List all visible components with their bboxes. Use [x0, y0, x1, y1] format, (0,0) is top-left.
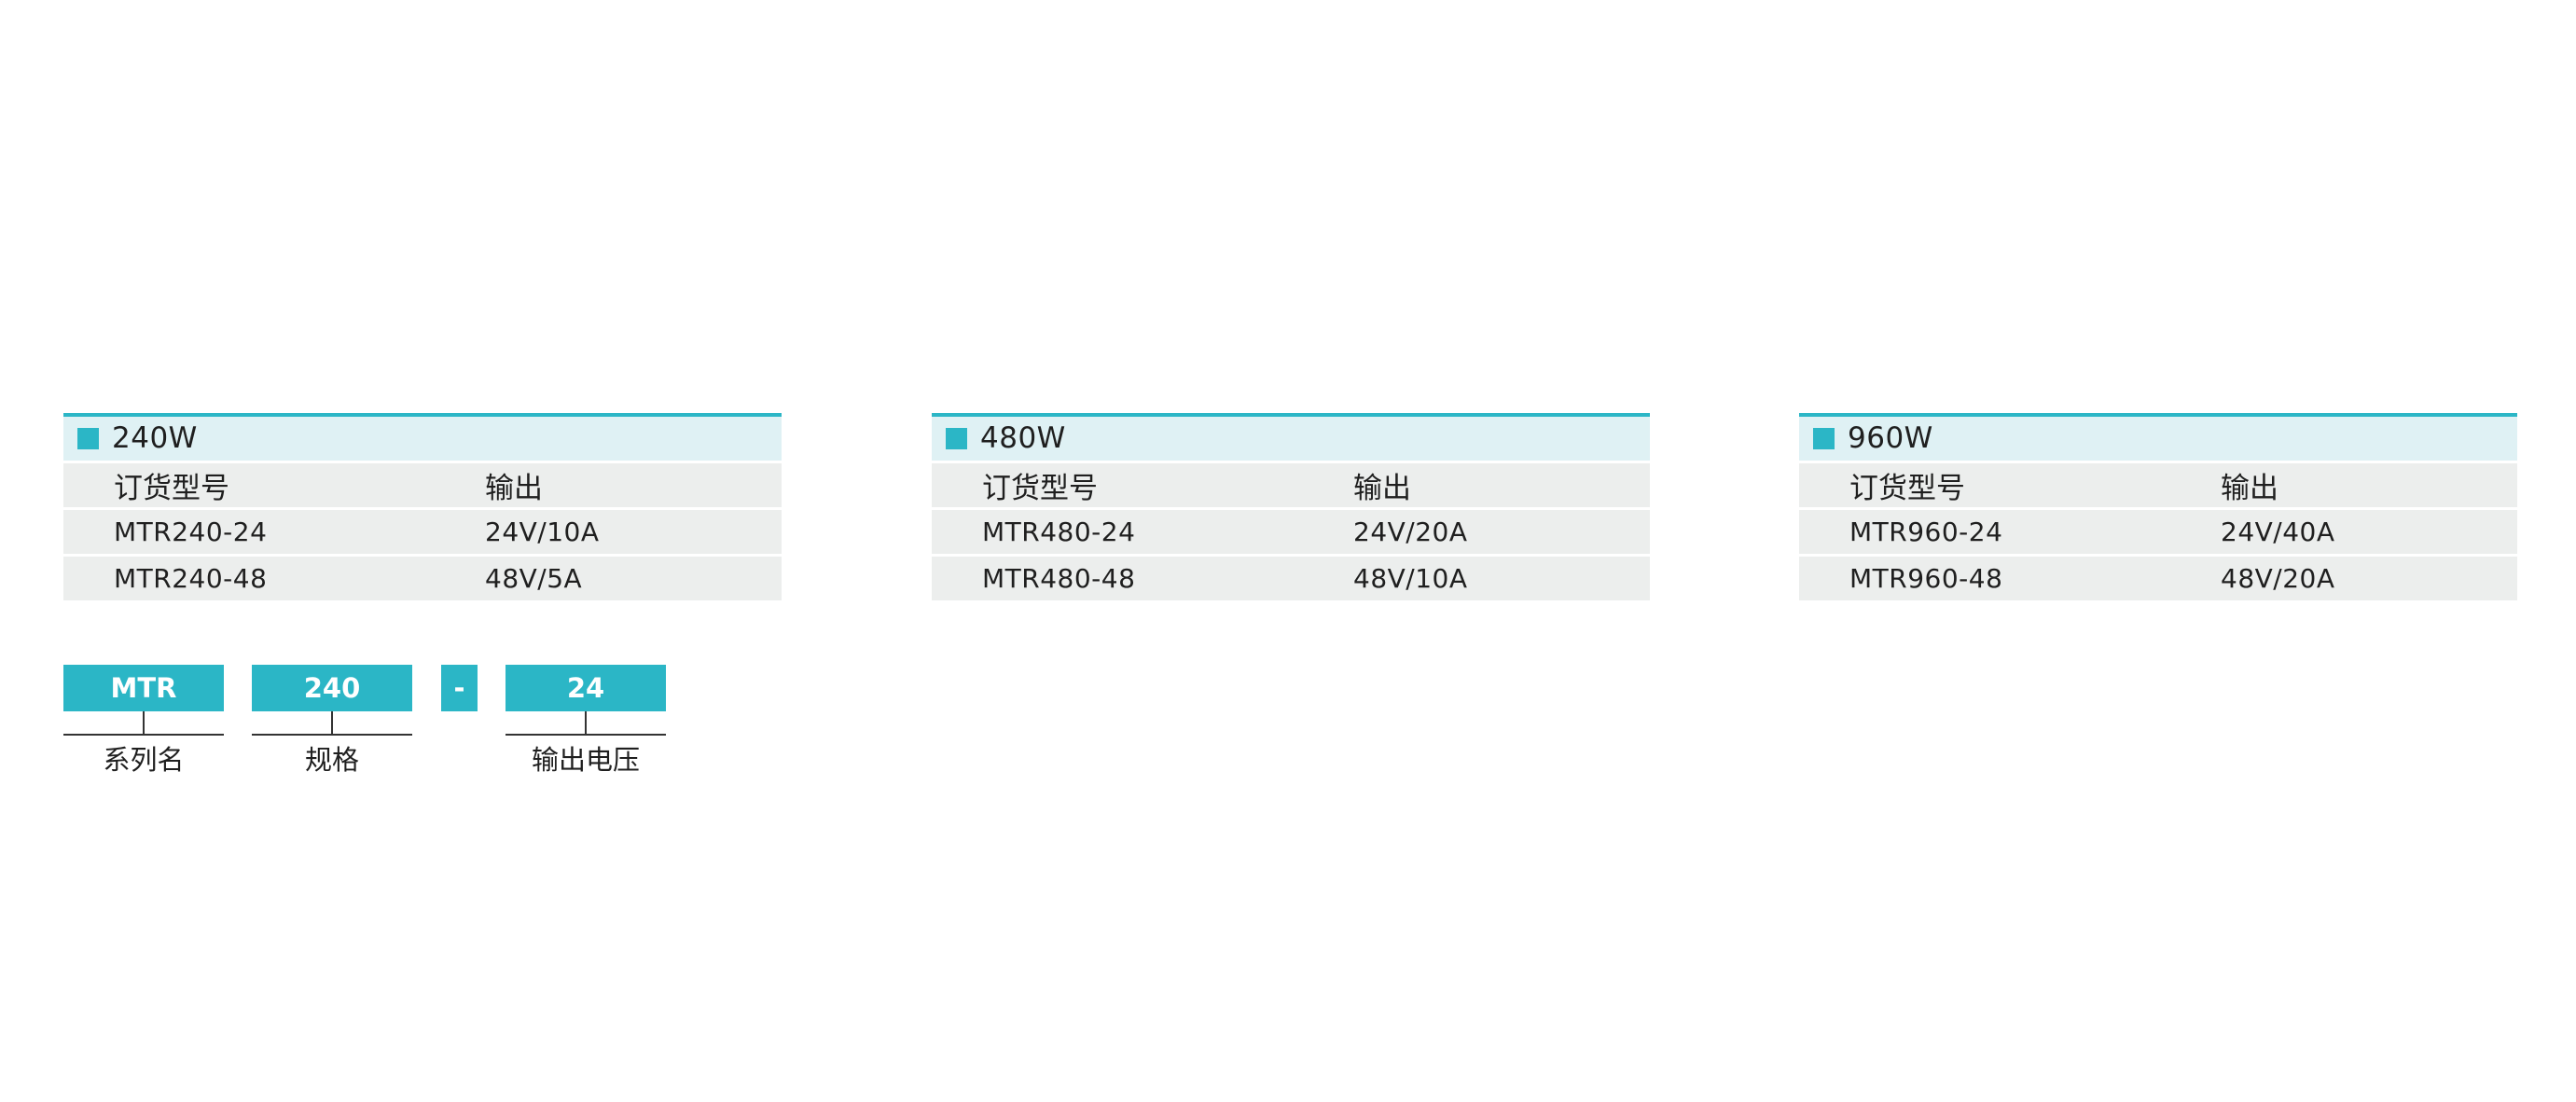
- model-cell: MTR480-48: [982, 563, 1136, 594]
- square-bullet-icon: [77, 428, 99, 449]
- model-cell: MTR960-24: [1849, 517, 2003, 547]
- code-voltage-box: 24: [506, 665, 666, 711]
- output-cell: 24V/20A: [1353, 517, 1468, 547]
- column-header-model: 订货型号: [1849, 472, 1965, 505]
- code-series-box: MTR: [63, 665, 224, 711]
- table-title: 960W: [1848, 421, 1933, 455]
- table-title-bar: 480W: [932, 417, 1650, 463]
- column-header-model: 订货型号: [114, 472, 229, 505]
- product-table-960w: 960W 订货型号 输出 MTR960-24 24V/40A MTR960-48…: [1799, 413, 2517, 600]
- column-header-output: 输出: [485, 472, 543, 505]
- table-row: MTR960-48 48V/20A: [1799, 557, 2517, 600]
- underline: [506, 734, 666, 736]
- caption-series: 系列名: [103, 744, 185, 776]
- code-spec-box: 240: [252, 665, 412, 711]
- underline: [63, 734, 224, 736]
- table-header-row: 订货型号 输出: [1799, 463, 2517, 510]
- output-cell: 24V/40A: [2221, 517, 2335, 547]
- table-header-row: 订货型号 输出: [932, 463, 1650, 510]
- output-cell: 24V/10A: [485, 517, 600, 547]
- table-title-bar: 960W: [1799, 417, 2517, 463]
- output-cell: 48V/10A: [1353, 563, 1468, 594]
- connector-line: [143, 711, 145, 735]
- square-bullet-icon: [946, 428, 967, 449]
- table-title: 240W: [112, 421, 198, 455]
- output-cell: 48V/20A: [2221, 563, 2335, 594]
- underline: [252, 734, 412, 736]
- table-title-bar: 240W: [63, 417, 782, 463]
- table-row: MTR240-48 48V/5A: [63, 557, 782, 600]
- model-cell: MTR960-48: [1849, 563, 2003, 594]
- connector-line: [585, 711, 587, 735]
- product-table-240w: 240W 订货型号 输出 MTR240-24 24V/10A MTR240-48…: [63, 413, 782, 600]
- table-title: 480W: [980, 421, 1066, 455]
- model-cell: MTR480-24: [982, 517, 1136, 547]
- model-cell: MTR240-24: [114, 517, 268, 547]
- table-row: MTR480-48 48V/10A: [932, 557, 1650, 600]
- code-dash-box: -: [441, 665, 478, 711]
- caption-voltage: 输出电压: [531, 744, 640, 776]
- square-bullet-icon: [1813, 428, 1835, 449]
- table-header-row: 订货型号 输出: [63, 463, 782, 510]
- connector-line: [331, 711, 333, 735]
- product-table-480w: 480W 订货型号 输出 MTR480-24 24V/20A MTR480-48…: [932, 413, 1650, 600]
- caption-spec: 规格: [304, 744, 359, 776]
- column-header-model: 订货型号: [982, 472, 1098, 505]
- model-cell: MTR240-48: [114, 563, 268, 594]
- column-header-output: 输出: [1353, 472, 1411, 505]
- table-row: MTR960-24 24V/40A: [1799, 510, 2517, 557]
- table-row: MTR480-24 24V/20A: [932, 510, 1650, 557]
- output-cell: 48V/5A: [485, 563, 583, 594]
- column-header-output: 输出: [2221, 472, 2278, 505]
- table-row: MTR240-24 24V/10A: [63, 510, 782, 557]
